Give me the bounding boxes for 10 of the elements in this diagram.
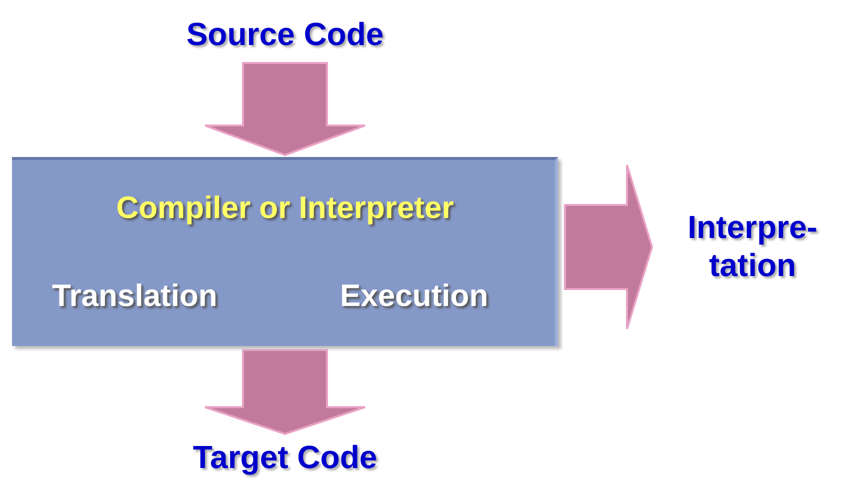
node-label: Source Code	[186, 15, 384, 53]
node-label: Interpre- tation	[686, 208, 818, 284]
stage-label: Translation	[52, 278, 218, 314]
node-label: Target Code	[192, 438, 378, 476]
box-title: Compiler or Interpreter	[115, 190, 455, 226]
block-arrow	[204, 349, 366, 436]
block-arrow	[204, 62, 366, 156]
block-arrow	[564, 164, 654, 330]
process-box	[12, 157, 558, 346]
stage-label: Execution	[340, 278, 488, 314]
